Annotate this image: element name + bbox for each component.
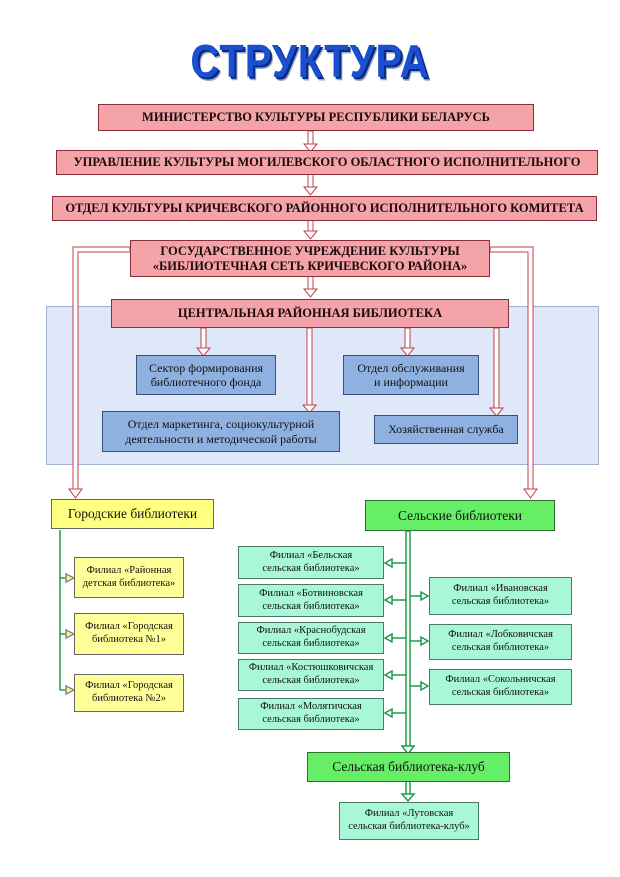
rural-branch-sokolnichskaya-line1: Филиал «Сокольничская (445, 674, 556, 686)
rural-branch-belskaya-line2: сельская библиотека» (262, 562, 360, 574)
city-branch-2-line1: Филиал «Городская (85, 621, 173, 633)
rural-branch-lobkovichskaya: Филиал «Лобковичская сельская библиотека… (429, 624, 572, 660)
rural-branch-krasnobudskaya: Филиал «Краснобудская сельская библиотек… (238, 622, 384, 654)
rural-branch-sokolnichskaya-line2: сельская библиотека» (451, 687, 550, 698)
rural-club-branch-line2: сельская библиотека-клуб» (348, 821, 470, 832)
city-connectors (59, 530, 76, 696)
rural-branch-ivanovskaya: Филиал «Ивановская сельская библиотека» (429, 577, 572, 615)
ministry-box: МИНИСТЕРСТВО КУЛЬТУРЫ РЕСПУБЛИКИ БЕЛАРУС… (98, 104, 534, 131)
network-label-line1: ГОСУДАРСТВЕННОЕ УЧРЕЖДЕНИЕ КУЛЬТУРЫ (160, 244, 460, 259)
rural-branch-krasnobudskaya-line1: Филиал «Краснобудская (256, 625, 366, 637)
rural-branch-krasnobudskaya-line2: сельская библиотека» (262, 638, 360, 649)
arrow-central-service (399, 327, 416, 357)
rural-branch-molyatichskaya-line1: Филиал «Молятичская (260, 701, 362, 713)
household-service-box: Хозяйственная служба (374, 415, 518, 444)
rural-branch-botvinovskaya-line1: Филиал «Ботвиновская (259, 587, 363, 599)
arrow-regional-district (302, 173, 319, 196)
arrow-ministry-regional (302, 130, 319, 153)
rural-connectors (383, 530, 430, 803)
rural-branch-kostyushkovichskaya-line2: сельская библиотека» (262, 675, 360, 686)
city-branch-1: Филиал «Районная детская библиотека» (74, 557, 184, 598)
rural-branch-botvinovskaya-line2: сельская библиотека» (262, 600, 360, 612)
rural-club-label: Сельская библиотека-клуб (332, 759, 485, 774)
page-title: СТРУКТУРА (190, 36, 430, 88)
arrow-network-city (68, 246, 131, 499)
network-box: ГОСУДАРСТВЕННОЕ УЧРЕЖДЕНИЕ КУЛЬТУРЫ «БИБ… (130, 240, 490, 277)
marketing-dept-line1: Отдел маркетинга, социокультурной (127, 417, 315, 432)
city-branch-2-line2: библиотека №1» (91, 634, 166, 645)
city-branch-3: Филиал «Городская библиотека №2» (74, 674, 184, 712)
regional-label: УПРАВЛЕНИЕ КУЛЬТУРЫ МОГИЛЕВСКОГО ОБЛАСТН… (73, 155, 581, 170)
service-dept-box: Отдел обслуживания и информации (343, 355, 479, 395)
service-dept-line1: Отдел обслуживания (357, 360, 465, 375)
rural-branch-molyatichskaya: Филиал «Молятичская сельская библиотека» (238, 698, 384, 730)
rural-branch-kostyushkovichskaya-line1: Филиал «Костюшковичская (248, 662, 374, 674)
city-branch-2: Филиал «Городская библиотека №1» (74, 613, 184, 655)
rural-libraries-label: Сельские библиотеки (397, 507, 523, 523)
city-libraries-label: Городские библиотеки (67, 506, 198, 521)
rural-branch-belskaya: Филиал «Бельская сельская библиотека» (238, 546, 384, 579)
rural-branch-ivanovskaya-line2: сельская библиотека» (451, 596, 550, 607)
central-library-box: ЦЕНТРАЛЬНАЯ РАЙОННАЯ БИБЛИОТЕКА (111, 299, 509, 328)
fund-sector-line2: библиотечного фонда (150, 375, 262, 389)
rural-club-header: Сельская библиотека-клуб (307, 752, 510, 782)
rural-branch-belskaya-line1: Филиал «Бельская (269, 549, 353, 561)
rural-branch-ivanovskaya-line1: Филиал «Ивановская (453, 583, 548, 595)
fund-sector-line1: Сектор формирования (148, 360, 264, 375)
rural-branch-botvinovskaya: Филиал «Ботвиновская сельская библиотека… (238, 584, 384, 617)
district-label: ОТДЕЛ КУЛЬТУРЫ КРИЧЕВСКОГО РАЙОННОГО ИСП… (65, 201, 584, 216)
fund-sector-box: Сектор формирования библиотечного фонда (136, 355, 276, 395)
arrow-central-household (488, 327, 505, 417)
arrow-network-central (302, 275, 319, 298)
arrow-network-rural (489, 246, 538, 499)
service-dept-line2: и информации (374, 375, 448, 389)
city-branch-1-line2: детская библиотека» (82, 577, 176, 589)
marketing-dept-box: Отдел маркетинга, социокультурной деятел… (102, 411, 340, 452)
city-libraries-header: Городские библиотеки (51, 499, 214, 529)
rural-libraries-header: Сельские библиотеки (365, 500, 555, 531)
marketing-dept-line2: деятельности и методической работы (125, 431, 317, 446)
district-box: ОТДЕЛ КУЛЬТУРЫ КРИЧЕВСКОГО РАЙОННОГО ИСП… (52, 196, 597, 221)
rural-club-branch-lutovskaya: Филиал «Лутовская сельская библиотека-кл… (339, 802, 479, 840)
rural-branch-molyatichskaya-line2: сельская библиотека» (262, 714, 360, 725)
rural-club-branch-line1: Филиал «Лутовская (364, 808, 454, 820)
rural-branch-lobkovichskaya-line2: сельская библиотека» (451, 642, 550, 653)
arrow-central-marketing (301, 327, 318, 414)
central-library-label: ЦЕНТРАЛЬНАЯ РАЙОННАЯ БИБЛИОТЕКА (177, 306, 443, 321)
household-service-label: Хозяйственная служба (388, 422, 504, 437)
regional-box: УПРАВЛЕНИЕ КУЛЬТУРЫ МОГИЛЕВСКОГО ОБЛАСТН… (56, 150, 598, 175)
ministry-label: МИНИСТЕРСТВО КУЛЬТУРЫ РЕСПУБЛИКИ БЕЛАРУС… (142, 110, 490, 125)
arrow-district-network (302, 218, 319, 240)
arrow-central-fund (195, 327, 212, 357)
network-label-line2: «БИБЛИОТЕЧНАЯ СЕТЬ КРИЧЕВСКОГО РАЙОНА» (152, 258, 468, 273)
rural-branch-sokolnichskaya: Филиал «Сокольничская сельская библиотек… (429, 669, 572, 705)
city-branch-1-line1: Филиал «Районная (86, 564, 172, 576)
rural-branch-kostyushkovichskaya: Филиал «Костюшковичская сельская библиот… (238, 659, 384, 691)
city-branch-3-line1: Филиал «Городская (85, 680, 173, 692)
rural-branch-lobkovichskaya-line1: Филиал «Лобковичская (448, 629, 553, 641)
city-branch-3-line2: библиотека №2» (91, 693, 166, 704)
